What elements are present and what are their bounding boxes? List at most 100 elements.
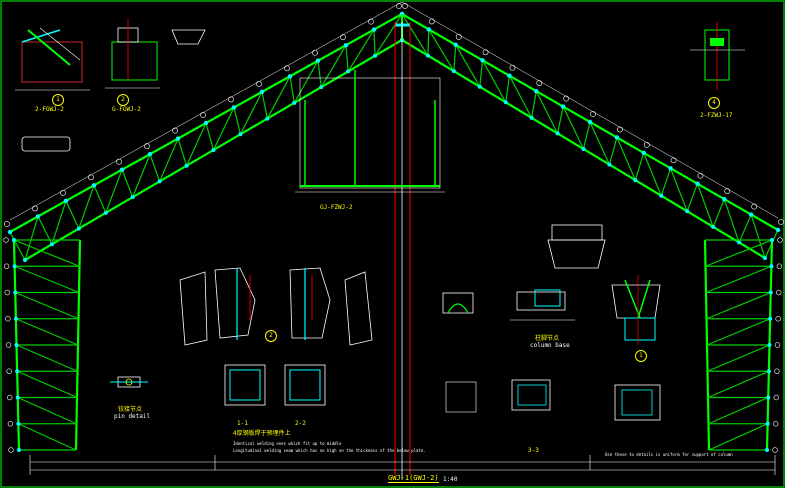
left-column-bolt-0 <box>3 237 9 243</box>
right-diag-1 <box>428 29 455 72</box>
left-column-diag-0 <box>13 239 80 267</box>
right-column-diag-2 <box>706 291 771 320</box>
right-node-o-4 <box>507 73 512 78</box>
right-bolt-2 <box>455 33 462 40</box>
bottom-dimension <box>29 455 776 475</box>
ridge-detail-label: GJ-FZWJ-2 <box>320 204 353 211</box>
right-column-diag-4 <box>707 344 770 372</box>
left-node-i-9 <box>157 179 162 184</box>
right-diag-8 <box>616 137 636 181</box>
left-diag-11 <box>78 185 95 229</box>
left-column-bolt-3 <box>5 316 11 322</box>
right-column-node-2 <box>768 290 773 295</box>
left-node-o-6 <box>231 105 237 110</box>
right-bolt-5 <box>536 80 543 87</box>
right-bolt-10 <box>670 157 677 164</box>
left-bolt-6 <box>228 96 234 103</box>
right-bolt-0 <box>402 3 408 9</box>
marker-2: 2 <box>265 330 277 342</box>
right-node-o-9 <box>641 150 646 156</box>
right-bolt-14 <box>778 219 784 225</box>
left-node-o-12 <box>63 198 69 204</box>
main-scale: 1:40 <box>443 476 458 483</box>
right-node-i-14 <box>763 256 767 260</box>
right-column-bolt-6 <box>773 394 779 401</box>
right-bolt-12 <box>724 188 731 195</box>
right-node-o-13 <box>748 212 754 217</box>
right-vertical-12 <box>712 198 725 228</box>
left-node-o-2 <box>343 42 349 48</box>
right-column-bolt-4 <box>774 342 781 348</box>
right-diag-13 <box>750 214 766 259</box>
left-node-o-13 <box>35 214 41 219</box>
right-diag-7 <box>589 121 610 165</box>
left-diag-7 <box>186 122 207 166</box>
right-diag-12 <box>723 198 740 243</box>
right-diag-11 <box>696 183 714 228</box>
plate-strip <box>21 136 71 152</box>
right-node-o-5 <box>534 88 539 94</box>
column-base-cn-label: 柱脚节点 <box>535 335 560 342</box>
right-purlin-line <box>401 1 779 219</box>
left-node-o-5 <box>259 89 265 95</box>
note-right: Use these to details is uniform for supp… <box>605 452 733 457</box>
left-node-i-12 <box>76 226 81 231</box>
right-vertical-9 <box>634 152 645 181</box>
note-en-2: Longitudinal welding seam which has no h… <box>233 448 426 453</box>
right-bolt-6 <box>563 95 570 102</box>
right-node-o-6 <box>560 104 566 109</box>
right-diag-10 <box>670 168 688 212</box>
right-column-bolt-1 <box>776 263 783 269</box>
left-node-i-2 <box>346 69 351 74</box>
column-base-en-label: column base <box>530 342 570 349</box>
pin-detail-cn-label: 铰接节点 <box>118 406 143 413</box>
detail-b-plate <box>105 18 160 89</box>
section-2-label: 2-2 <box>295 420 306 427</box>
detail-c-plate <box>690 22 745 90</box>
left-node-o-8 <box>175 136 181 141</box>
ridge-opening <box>295 70 445 193</box>
left-vertical-14 <box>9 231 26 261</box>
left-vertical-9 <box>149 153 161 182</box>
left-bolt-2 <box>340 34 346 41</box>
right-node-o-12 <box>722 196 727 202</box>
left-node-i-6 <box>238 132 243 137</box>
left-node-i-5 <box>265 116 270 121</box>
right-column-diag-1 <box>705 265 772 294</box>
left-vertical-4 <box>289 76 295 103</box>
left-node-i-8 <box>184 163 189 168</box>
left-node-i-11 <box>103 210 108 215</box>
right-vertical-5 <box>531 91 537 118</box>
left-vertical-11 <box>93 185 107 214</box>
left-node-i-10 <box>130 195 135 200</box>
right-column-diag-0 <box>705 239 773 267</box>
right-node-o-7 <box>587 119 593 125</box>
right-node-i-4 <box>503 100 508 105</box>
left-column-diag-6 <box>17 396 77 425</box>
left-bolt-12 <box>60 189 66 196</box>
marker-a: 1 <box>52 94 64 106</box>
left-node-o-1 <box>371 27 377 32</box>
right-column-bolt-3 <box>775 316 781 322</box>
right-vertical-13 <box>738 214 752 243</box>
note-main: 4厚钢板焊于预埋件上 <box>233 430 291 437</box>
gusset-details <box>179 267 373 406</box>
right-column-bolt-2 <box>776 289 782 296</box>
left-column-node-4 <box>14 343 19 347</box>
right-node-i-7 <box>581 147 586 151</box>
left-diag-8 <box>159 138 179 182</box>
left-column-node-3 <box>13 316 18 321</box>
left-node-o-4 <box>287 74 293 79</box>
right-vertical-3 <box>479 60 484 87</box>
right-node-i-12 <box>711 224 716 229</box>
left-node-o-9 <box>147 151 153 157</box>
pin-detail-en-label: pin detail <box>114 413 151 420</box>
right-column-diag-3 <box>706 318 771 346</box>
left-diag-13 <box>24 216 39 261</box>
left-diag-0 <box>374 13 403 57</box>
right-node-i-11 <box>685 209 690 214</box>
right-bolt-7 <box>590 111 596 117</box>
right-column-node-5 <box>766 369 771 374</box>
left-node-i-14 <box>23 258 27 262</box>
right-vertical-8 <box>608 137 618 165</box>
